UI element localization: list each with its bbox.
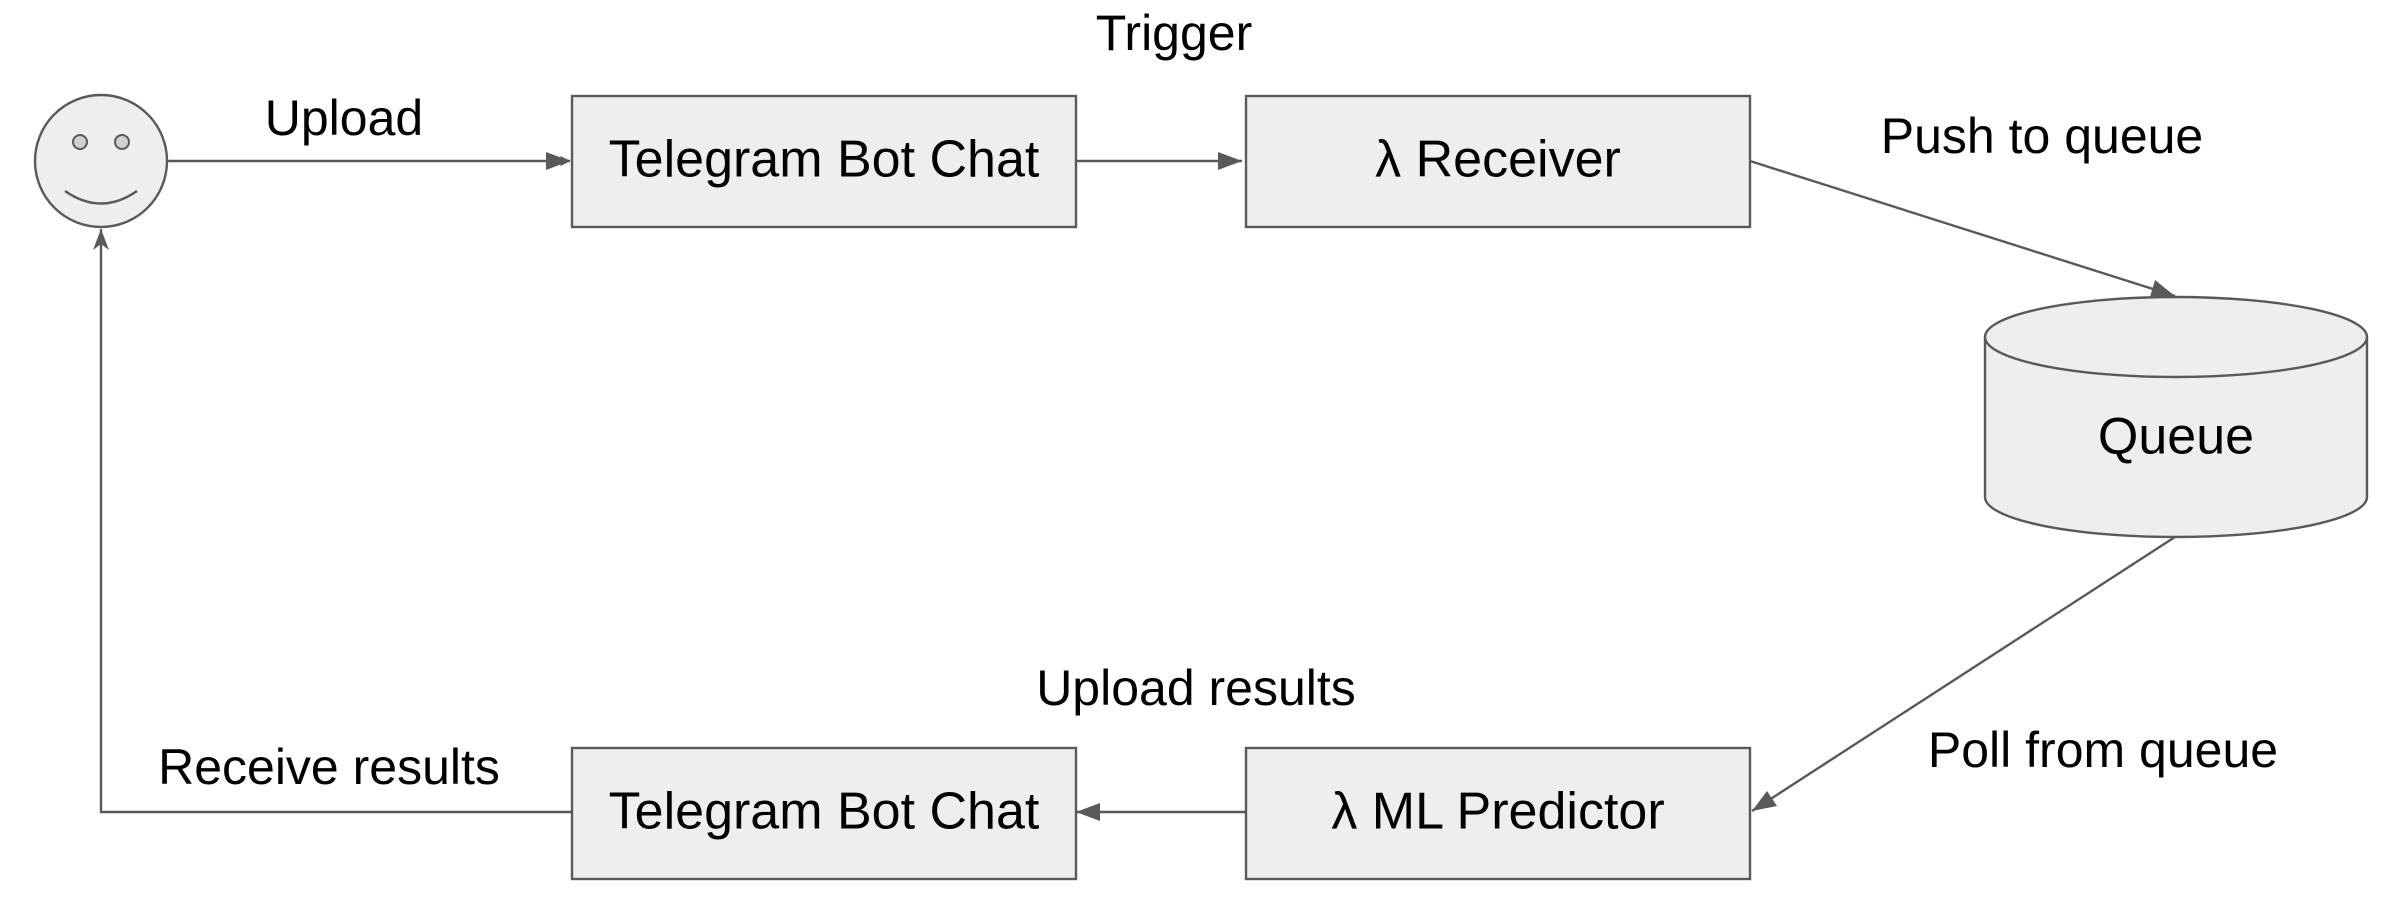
edge-label-push-to-queue: Push to queue (1881, 108, 2204, 164)
lambda-ml-predictor-label: λ ML Predictor (1331, 783, 1664, 841)
edge-poll-from-queue-arrow (1751, 535, 2176, 813)
edge-poll-from-queue-arrow-head (1752, 791, 1777, 811)
lambda-receiver-label: λ Receiver (1375, 131, 1621, 189)
edge-label-trigger: Trigger (1096, 5, 1253, 61)
edge-upload-arrow-head (546, 152, 570, 170)
edge-trigger-arrow-head (1218, 152, 1242, 170)
edge-receive-results-arrow-head (93, 229, 109, 250)
edge-receive-results-arrow (99, 229, 572, 814)
lambda-receiver-node: λ Receiver (1244, 94, 1752, 229)
telegram-bot-chat-bottom-node: Telegram Bot Chat (570, 746, 1078, 881)
lambda-receiver-box (1244, 94, 1752, 229)
edge-push-to-queue-arrow (1749, 159, 2176, 298)
telegram-bot-chat-top-node: Telegram Bot Chat (570, 94, 1078, 229)
smiley-mouth (64, 190, 138, 205)
queue-cylinder-body (1983, 337, 2369, 539)
lambda-ml-predictor-node: λ ML Predictor (1244, 746, 1752, 881)
telegram-bot-chat-bottom-label: Telegram Bot Chat (609, 783, 1040, 841)
edge-label-upload-results: Upload results (1036, 660, 1356, 716)
edge-upload-results-arrow-head (1076, 803, 1100, 821)
edge-label-poll-from-queue: Poll from queue (1928, 722, 2278, 778)
edge-label-upload: Upload (265, 90, 423, 146)
queue-node: Queue (1983, 295, 2369, 539)
user-node (33, 93, 169, 229)
queue-label: Queue (2098, 408, 2254, 466)
edge-push-to-queue-arrow-head (2150, 280, 2175, 297)
telegram-bot-chat-bottom-box (570, 746, 1078, 881)
smiley-right-eye (114, 134, 130, 150)
edge-label-receive-results: Receive results (158, 739, 500, 795)
smiley-user-icon (33, 93, 169, 229)
telegram-bot-chat-top-label: Telegram Bot Chat (609, 131, 1040, 189)
lambda-ml-predictor-box (1244, 746, 1752, 881)
telegram-bot-chat-top-box (570, 94, 1078, 229)
queue-cylinder-top (1983, 295, 2369, 379)
smiley-left-eye (72, 134, 88, 150)
